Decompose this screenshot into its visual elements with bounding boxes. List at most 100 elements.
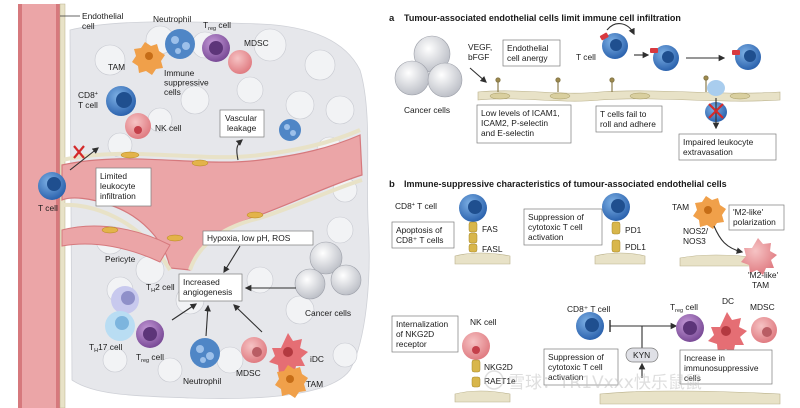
mdsc-top-label: MDSC xyxy=(244,38,269,48)
endothelial-cell-label: Endothelial cell xyxy=(82,11,126,31)
b5-dc-label: DC xyxy=(722,296,734,306)
apoptosis-box xyxy=(391,221,455,249)
neutrophil-bottom xyxy=(190,338,220,368)
b4-nkg2d xyxy=(471,359,481,388)
t-cell-left-label: T cell xyxy=(38,203,58,213)
left-panel: Endothelial cell Neutrophil Treg cell MD… xyxy=(18,3,370,408)
kyn-badge xyxy=(625,347,659,363)
neutrophil-bottom-label: Neutrophil xyxy=(183,376,221,386)
panel-a-title: Tumour-associated endothelial cells limi… xyxy=(404,13,681,23)
suppression-box-2 xyxy=(543,348,619,386)
block-x xyxy=(73,145,85,159)
panel-a-t-cell-2 xyxy=(650,45,679,71)
m2-tam-label: 'M2-like'TAM xyxy=(748,270,779,290)
hypoxia-label: Hypoxia, low pH, ROS xyxy=(207,233,291,243)
b1-cd8-cell xyxy=(459,194,487,222)
treg-bottom-label: Treg cell xyxy=(136,352,164,364)
increase-immuno-box xyxy=(679,349,773,385)
th2-label: TH2 cell xyxy=(146,282,175,294)
panel-a-t-cell-label: T cell xyxy=(576,52,596,62)
pdl1-label: PDL1 xyxy=(625,242,646,252)
panel-b-title: Immune-suppressive characteristics of tu… xyxy=(404,179,727,189)
b5-mdsc-cell xyxy=(751,317,777,343)
vascular-leakage-box xyxy=(219,109,265,138)
b5-treg-cell xyxy=(676,314,704,342)
b1-cd8-label: CD8+ T cell xyxy=(395,201,437,211)
b5-dc-cell xyxy=(708,312,747,354)
tam-top-label: TAM xyxy=(108,62,125,72)
nk-cell-left-label: NK cell xyxy=(155,123,182,133)
panel-a-cancer-cells xyxy=(394,35,463,98)
fasl-label: FASL xyxy=(482,244,503,254)
b5-treg-label: Treg cell xyxy=(670,302,698,314)
panel-a-cancer-label: Cancer cells xyxy=(404,105,450,115)
b2-t-cell xyxy=(602,193,630,221)
tam-bottom-label: TAM xyxy=(306,379,323,389)
panel-b-letter: b xyxy=(389,179,395,190)
panel-a-t-cell-3 xyxy=(732,44,761,70)
b4-nk-cell xyxy=(462,332,490,360)
impaired-box xyxy=(678,133,777,161)
mdsc-bottom-label: MDSC xyxy=(236,368,261,378)
watermark: 雪球：TR1Vxxx快乐鼠鼠 xyxy=(484,370,702,393)
cd8-label-left-2: T cell xyxy=(78,100,98,110)
endothelial-cell-text: Endothelial xyxy=(82,11,124,21)
b5-cd8-cell xyxy=(576,312,604,340)
tam-top xyxy=(132,42,165,75)
t-cell-left xyxy=(38,172,66,200)
neutrophil-top-label: Neutrophil xyxy=(153,14,191,24)
m2-polarization-box xyxy=(728,204,785,231)
mdsc-bottom xyxy=(241,337,267,363)
nk-cell-left xyxy=(125,113,151,139)
treg-bottom xyxy=(136,320,164,348)
idc-cell xyxy=(269,333,308,375)
pericyte-label: Pericyte xyxy=(105,254,136,264)
limited-infiltration-box xyxy=(95,167,152,207)
endothelial-cell-text-2: cell xyxy=(82,21,95,31)
nkg2d-label: NKG2D xyxy=(484,362,513,372)
suppression-box-1 xyxy=(523,208,603,246)
b4-nk-label: NK cell xyxy=(470,317,497,327)
b3-tam-label: TAM xyxy=(672,202,689,212)
b1-fas-fasl xyxy=(468,221,478,253)
th17-label: TH17 cell xyxy=(89,342,122,354)
anergy-box xyxy=(502,39,561,67)
th17-cell xyxy=(105,311,135,341)
neutrophil-top xyxy=(165,29,195,59)
b2-pd1-pdl1 xyxy=(611,221,621,253)
increased-angiogenesis-box xyxy=(178,273,243,302)
tam-bottom xyxy=(275,365,308,398)
treg-top xyxy=(202,34,230,62)
b3-m2-tam xyxy=(741,238,777,275)
fail-roll-box xyxy=(595,105,663,133)
panel-a-t-cell-1 xyxy=(599,32,628,59)
m2-polarization-label: 'M2-like'polarization xyxy=(733,207,776,227)
panel-a-letter: a xyxy=(389,13,395,24)
b5-cd8-label: CD8⁺ T cell xyxy=(567,304,610,314)
panel-b: b Immune-suppressive characteristics of … xyxy=(389,179,785,405)
vertical-vessel xyxy=(18,4,60,408)
idc-label: iDC xyxy=(310,354,324,364)
vegf-label: VEGF,bFGF xyxy=(468,42,492,62)
hypoxia-box xyxy=(202,230,314,246)
b3-tam xyxy=(693,196,726,229)
panel-a: a Tumour-associated endothelial cells li… xyxy=(389,13,781,161)
raet1e-label: RAET1e xyxy=(484,376,516,386)
cd8-label-left: CD8+ xyxy=(78,90,98,100)
b5-mdsc-label: MDSC xyxy=(750,302,775,312)
fas-label: FAS xyxy=(482,224,498,234)
internalization-box xyxy=(391,315,459,353)
treg-top-label: Treg cell xyxy=(203,20,231,32)
cancer-cells-left xyxy=(294,241,362,300)
